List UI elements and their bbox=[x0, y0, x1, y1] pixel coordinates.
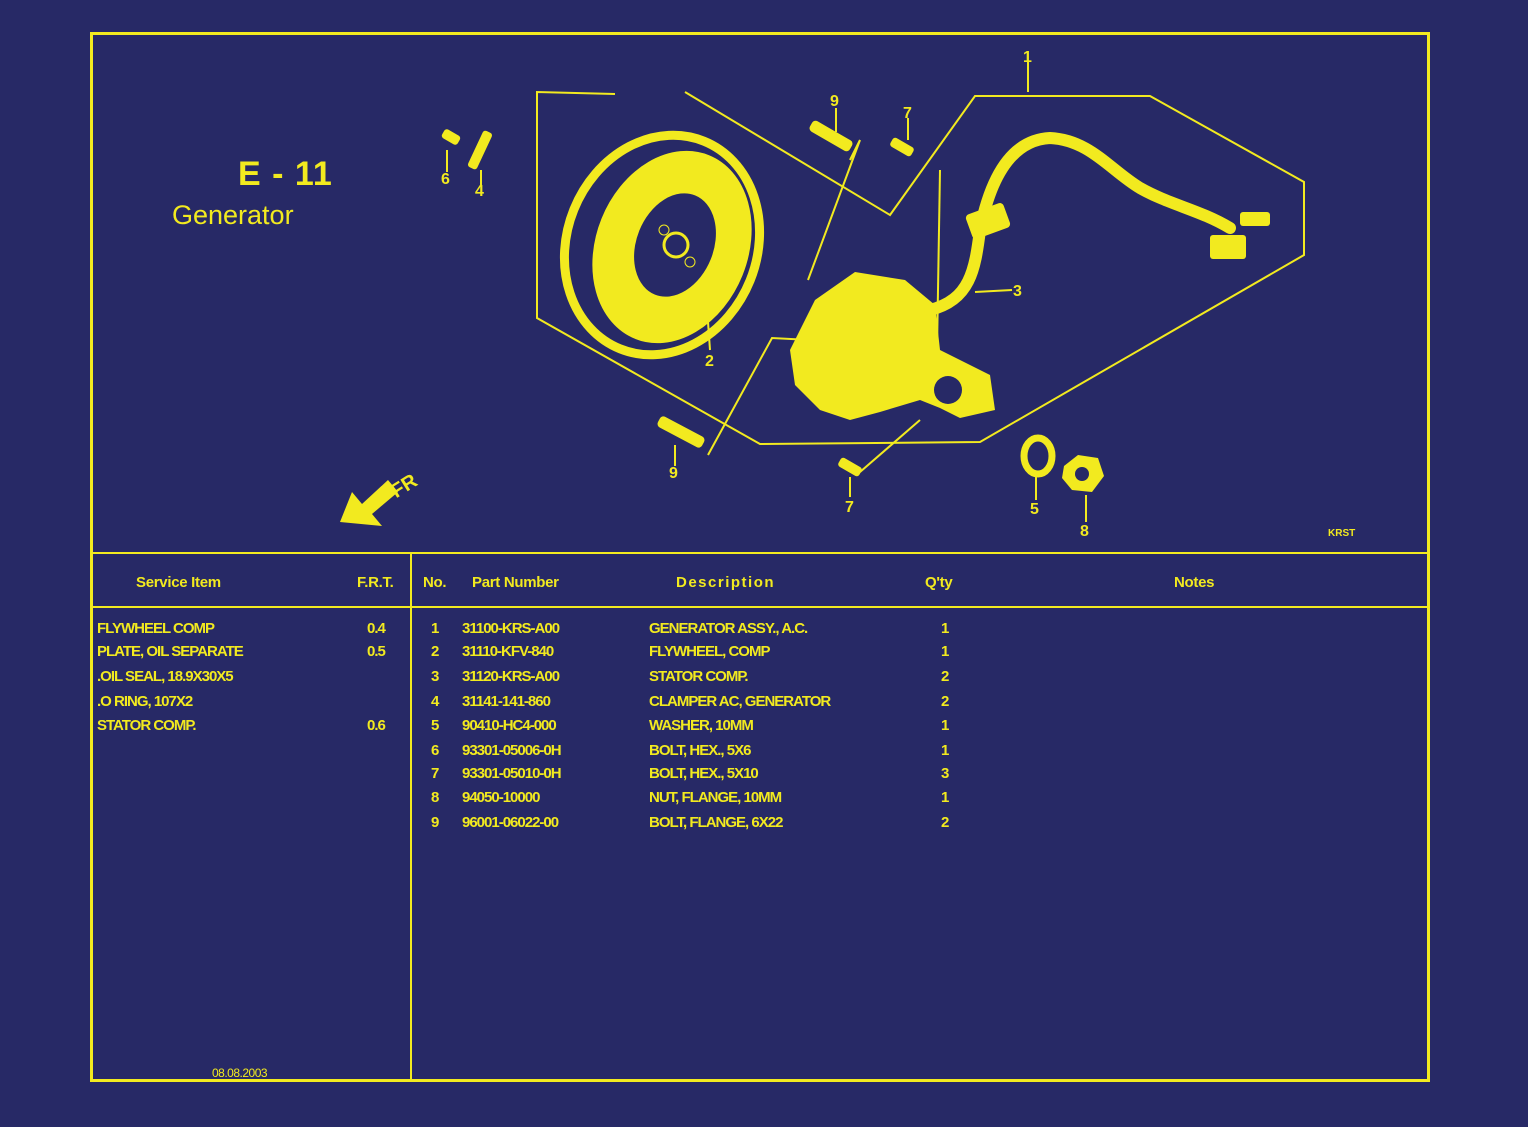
header-no: No. bbox=[423, 574, 447, 591]
header-service-item: Service Item bbox=[136, 574, 221, 591]
stator-part bbox=[790, 272, 995, 420]
flywheel-group-outline bbox=[536, 90, 1305, 446]
page-code: E - 11 bbox=[238, 155, 333, 193]
part-description: STATOR COMP. bbox=[649, 668, 749, 685]
callout-9-top: 9 bbox=[830, 93, 839, 110]
part-number: 93301-05006-0H bbox=[462, 742, 562, 759]
part-number: 31141-141-860 bbox=[462, 693, 551, 710]
callout-1: 1 bbox=[1023, 49, 1032, 66]
table-header-rule bbox=[90, 606, 1430, 608]
part-qty: 1 bbox=[941, 717, 949, 734]
service-item-name: FLYWHEEL COMP bbox=[97, 620, 215, 637]
part-number: 94050-10000 bbox=[462, 789, 540, 806]
part-no: 8 bbox=[431, 789, 439, 806]
callout-5: 5 bbox=[1030, 501, 1039, 518]
table-top-rule bbox=[90, 552, 1430, 554]
part-number: 31100-KRS-A00 bbox=[462, 620, 560, 637]
part-number: 31120-KRS-A00 bbox=[462, 668, 560, 685]
part-qty: 1 bbox=[941, 789, 949, 806]
part-description: WASHER, 10MM bbox=[649, 717, 754, 734]
part-description: BOLT, FLANGE, 6X22 bbox=[649, 814, 783, 831]
callout-2: 2 bbox=[705, 353, 714, 370]
part-no: 9 bbox=[431, 814, 439, 831]
callout-7-top: 7 bbox=[903, 105, 912, 122]
stator-group-outline bbox=[936, 169, 941, 351]
part-no: 6 bbox=[431, 742, 439, 759]
callout-7-bottom: 7 bbox=[845, 499, 854, 516]
parts-sheet-frame bbox=[90, 32, 1430, 1082]
part-qty: 1 bbox=[941, 643, 949, 660]
service-item-name: STATOR COMP. bbox=[97, 717, 197, 734]
part-description: GENERATOR ASSY., A.C. bbox=[649, 620, 808, 637]
header-description: Description bbox=[676, 574, 776, 591]
part-description: BOLT, HEX., 5X10 bbox=[649, 765, 759, 782]
nut-part bbox=[1062, 455, 1104, 492]
issue-date: 08.08.2003 bbox=[212, 1066, 268, 1080]
service-item-name: PLATE, OIL SEPARATE bbox=[97, 643, 244, 660]
header-frt: F.R.T. bbox=[357, 574, 394, 591]
wire-harness bbox=[924, 131, 1236, 316]
part-no: 4 bbox=[431, 693, 439, 710]
callout-8: 8 bbox=[1080, 523, 1089, 540]
header-qty: Q'ty bbox=[925, 574, 953, 591]
service-item-name: .O RING, 107X2 bbox=[97, 693, 193, 710]
part-no: 3 bbox=[431, 668, 439, 685]
small-bolts bbox=[441, 120, 914, 477]
part-qty: 2 bbox=[941, 668, 949, 685]
service-item-frt: 0.5 bbox=[367, 643, 386, 660]
part-qty: 2 bbox=[941, 814, 949, 831]
part-number: 31110-KFV-840 bbox=[462, 643, 554, 660]
reference-code: KRST bbox=[1328, 528, 1356, 539]
leader-3 bbox=[974, 289, 1013, 293]
header-part-number: Part Number bbox=[472, 574, 559, 591]
header-notes: Notes bbox=[1174, 574, 1215, 591]
part-description: FLYWHEEL, COMP bbox=[649, 643, 770, 660]
part-description: CLAMPER AC, GENERATOR bbox=[649, 693, 831, 710]
flywheel-part bbox=[559, 130, 765, 360]
part-no: 2 bbox=[431, 643, 439, 660]
washer-part bbox=[1020, 434, 1056, 478]
part-no: 7 bbox=[431, 765, 439, 782]
part-number: 96001-06022-00 bbox=[462, 814, 559, 831]
callout-3: 3 bbox=[1013, 283, 1022, 300]
service-item-frt: 0.6 bbox=[367, 717, 386, 734]
part-number: 90410-HC4-000 bbox=[462, 717, 557, 734]
part-no: 1 bbox=[431, 620, 439, 637]
bolt-path-9-top bbox=[807, 139, 861, 281]
part-number: 93301-05010-0H bbox=[462, 765, 562, 782]
page-title: Generator bbox=[172, 200, 294, 230]
callout-6: 6 bbox=[441, 171, 450, 188]
service-item-name: .OIL SEAL, 18.9X30X5 bbox=[97, 668, 234, 685]
front-arrow-icon bbox=[340, 480, 398, 526]
part-qty: 1 bbox=[941, 620, 949, 637]
part-no: 5 bbox=[431, 717, 439, 734]
callout-4: 4 bbox=[475, 183, 484, 200]
part-qty: 2 bbox=[941, 693, 949, 710]
part-qty: 1 bbox=[941, 742, 949, 759]
bolt-path-7 bbox=[859, 419, 921, 473]
service-item-frt: 0.4 bbox=[367, 620, 386, 637]
part-qty: 3 bbox=[941, 765, 949, 782]
part-description: NUT, FLANGE, 10MM bbox=[649, 789, 782, 806]
callout-9-bottom: 9 bbox=[669, 465, 678, 482]
part-description: BOLT, HEX., 5X6 bbox=[649, 742, 751, 759]
table-divider bbox=[410, 552, 412, 1082]
wire-connectors bbox=[965, 203, 1270, 259]
front-arrow-label: FR bbox=[387, 470, 422, 503]
